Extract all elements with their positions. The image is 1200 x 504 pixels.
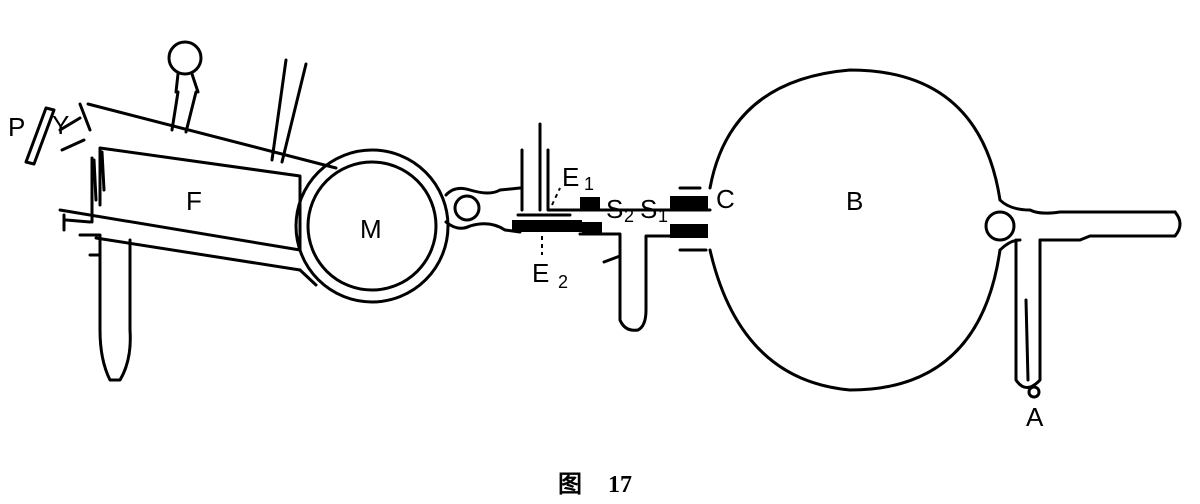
chamber-f <box>58 40 338 382</box>
label-e2: E <box>532 258 549 288</box>
label-p: P <box>8 112 25 142</box>
sphere-b <box>708 68 1002 392</box>
label-m: M <box>360 214 382 244</box>
label-a: A <box>1026 402 1044 432</box>
connector <box>444 122 712 332</box>
tube-a <box>984 198 1182 399</box>
caption-number: 17 <box>608 472 632 498</box>
label-s2: S <box>606 194 623 224</box>
plate-p <box>24 102 92 166</box>
label-y: Y <box>52 110 69 140</box>
caption-prefix: 图 <box>558 471 582 498</box>
label-b: B <box>846 186 863 216</box>
label-s2-sub: 2 <box>624 206 634 226</box>
label-c: C <box>716 184 735 214</box>
label-e2-sub: 2 <box>558 272 568 292</box>
label-f: F <box>186 186 202 216</box>
label-e1: E <box>562 162 579 192</box>
label-s1-sub: 1 <box>658 206 668 226</box>
label-e1-sub: 1 <box>584 174 594 194</box>
sphere-m <box>294 148 450 304</box>
label-s1: S <box>640 194 657 224</box>
